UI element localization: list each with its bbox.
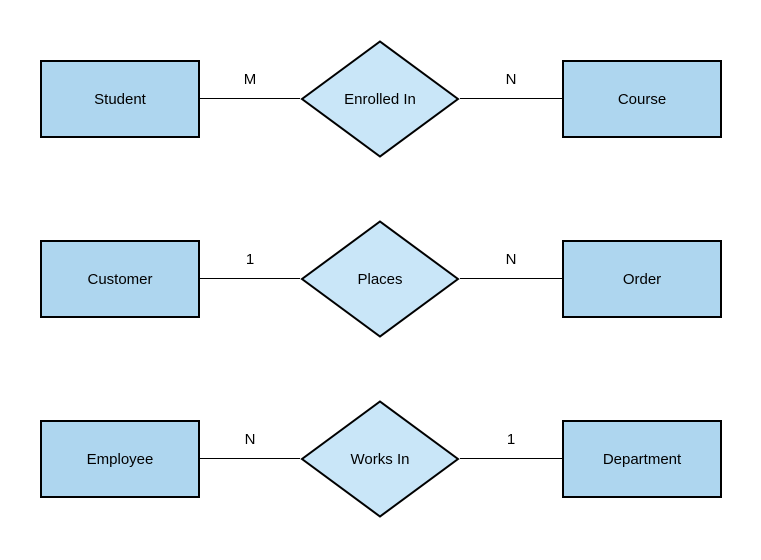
cardinality-department-side: 1: [506, 431, 516, 448]
entity-student[interactable]: Student: [40, 60, 200, 138]
entity-customer-label: Customer: [87, 270, 153, 288]
connector-enrolledin-course: [460, 98, 562, 99]
relationship-works-in-label: Works In: [350, 450, 410, 468]
er-row-customer-order: Customer 1 Places N Order: [0, 220, 761, 338]
er-row-student-course: Student M Enrolled In N Course: [0, 40, 761, 158]
cardinality-employee-side: N: [244, 431, 256, 448]
entity-employee[interactable]: Employee: [40, 420, 200, 498]
connector-student-enrolledin: [200, 98, 300, 99]
er-row-employee-department: Employee N Works In 1 Department: [0, 400, 761, 518]
entity-order[interactable]: Order: [562, 240, 722, 318]
cardinality-course-side: N: [505, 71, 517, 88]
connector-customer-places: [200, 278, 300, 279]
entity-employee-label: Employee: [86, 450, 154, 468]
cardinality-customer-side: 1: [245, 251, 255, 268]
entity-department-label: Department: [602, 450, 682, 468]
entity-student-label: Student: [94, 90, 146, 108]
cardinality-student-side: M: [243, 71, 257, 88]
relationship-places[interactable]: Places: [300, 220, 460, 338]
entity-order-label: Order: [622, 270, 662, 288]
relationship-enrolled-in[interactable]: Enrolled In: [300, 40, 460, 158]
entity-department[interactable]: Department: [562, 420, 722, 498]
diamond-shape-icon: [300, 400, 460, 518]
diamond-shape-icon: [300, 220, 460, 338]
cardinality-order-side: N: [505, 251, 517, 268]
entity-customer[interactable]: Customer: [40, 240, 200, 318]
connector-employee-worksin: [200, 458, 300, 459]
diamond-shape-icon: [300, 40, 460, 158]
connector-places-order: [460, 278, 562, 279]
entity-course-label: Course: [617, 90, 667, 108]
relationship-enrolled-in-label: Enrolled In: [344, 90, 416, 108]
relationship-works-in[interactable]: Works In: [300, 400, 460, 518]
entity-course[interactable]: Course: [562, 60, 722, 138]
connector-worksin-department: [460, 458, 562, 459]
relationship-places-label: Places: [357, 270, 403, 288]
